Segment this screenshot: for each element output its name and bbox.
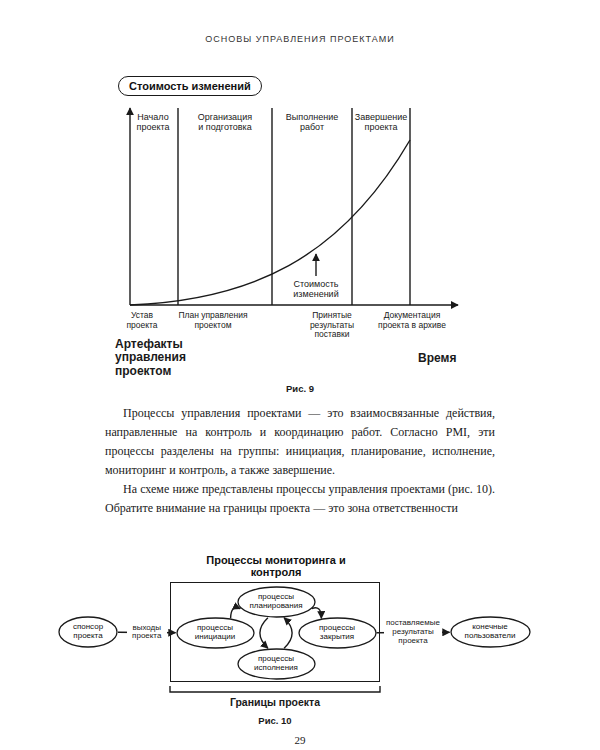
phase-line	[271, 108, 272, 305]
ellipse-shape	[299, 618, 376, 648]
body-paragraph: На схеме ниже представлены процессы упра…	[105, 480, 495, 518]
flow-connector	[312, 608, 322, 619]
flow-connector	[260, 618, 268, 649]
phase-label: Начало проекта	[130, 112, 176, 132]
artifact-label: Документация проекта в архиве	[378, 311, 446, 330]
artifact-label: Принятые результаты поставки	[300, 311, 364, 340]
ellipse-shape	[177, 618, 254, 648]
process-ellipse: процессы планирования	[237, 586, 316, 618]
ellipse-shape	[59, 617, 117, 647]
actor-ellipse: конечные пользователи	[450, 616, 531, 648]
figure-caption: Рис. 9	[260, 384, 340, 395]
process-ellipse: процессы закрытия	[298, 617, 377, 649]
axis-title: Время	[418, 352, 478, 365]
phase-label: Выполнение работ	[276, 112, 348, 132]
node-text: процессы инициации	[188, 624, 242, 642]
flow-connector	[284, 618, 292, 649]
node-text: конечные пользователи	[462, 623, 518, 641]
figure-caption: Рис. 10	[235, 716, 315, 727]
curve-label: Стоимость изменений	[281, 279, 351, 299]
ellipse-shape	[238, 649, 315, 679]
pointer-arrow	[315, 254, 316, 276]
phase-label: Организация и подготовка	[196, 112, 254, 132]
artifact-label: План управления проектом	[173, 311, 253, 330]
y-axis	[129, 108, 130, 305]
artifact-label: Устав проекта	[116, 311, 168, 330]
phase-label: Завершение проекта	[354, 112, 408, 132]
flow-connector	[231, 608, 241, 619]
process-ellipse: процессы инициации	[176, 617, 255, 649]
axis-title: Артефакты управления проектом	[115, 338, 230, 378]
cost-curve	[130, 140, 410, 305]
node-text: процессы исполнения	[249, 655, 303, 673]
boundary-bracket	[170, 686, 380, 692]
actor-ellipse: спонсор проекта	[58, 616, 118, 648]
body-paragraph: Процессы управления проектами — это взаи…	[105, 404, 495, 480]
edge-label: выходы проекта	[127, 623, 167, 643]
node-text: процессы планирования	[249, 593, 303, 611]
project-boundary: Процессы мониторинга и контроляпроцессы …	[170, 582, 380, 682]
process-ellipse: процессы исполнения	[237, 648, 316, 680]
phase-line	[351, 108, 352, 305]
ellipse-shape	[238, 587, 315, 617]
node-text: процессы закрытия	[310, 624, 364, 642]
running-header: ОСНОВЫ УПРАВЛЕНИЯ ПРОЕКТАМИ	[100, 34, 500, 44]
node-text: спонсор проекта	[68, 623, 108, 641]
phase-line	[409, 108, 410, 305]
edge-label: поставляемые результаты проекта	[384, 618, 442, 646]
ellipse-shape	[451, 617, 530, 647]
node-text: Процессы мониторинга и контроля	[206, 554, 346, 578]
x-axis	[130, 304, 458, 305]
node-text: Стоимость изменений	[129, 80, 251, 92]
page-number: 29	[280, 734, 320, 746]
phase-line	[177, 108, 178, 305]
title-box: Стоимость изменений	[118, 76, 262, 96]
boundary-label: Границы проекта	[195, 697, 355, 709]
